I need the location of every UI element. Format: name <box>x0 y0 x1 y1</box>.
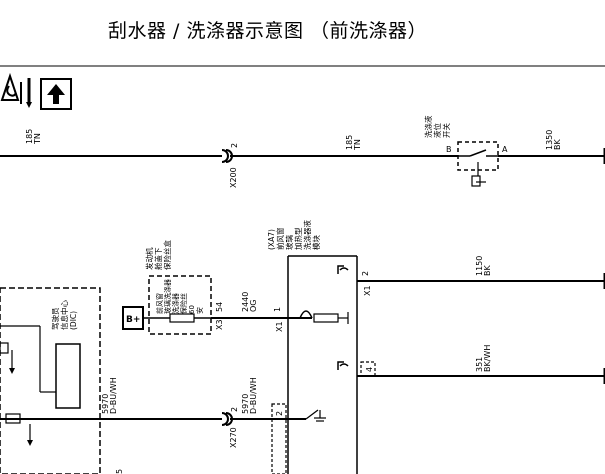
fuse-box-label: 发动机舱盖下保险丝盒 <box>144 240 172 270</box>
washer-level-switch <box>457 141 499 187</box>
wire-label: 1350 <box>545 130 554 150</box>
fuse-label: 前风窗玻璃洗涤器洗涤器保险丝60安 <box>155 279 204 314</box>
wire-label: 185 <box>25 129 34 144</box>
fuse-symbol <box>169 313 195 323</box>
wire-label: OG <box>249 300 258 313</box>
wire-label: BK/WH <box>483 345 492 372</box>
pin-label: B <box>446 145 452 154</box>
wire-label: 5970 <box>101 394 110 414</box>
wire-label: D-BU/WH <box>109 377 118 414</box>
wire-label: BK <box>483 265 492 276</box>
wire-label: TN <box>33 133 42 145</box>
washer-pump-module <box>287 255 358 474</box>
wire-label: TN <box>353 139 362 151</box>
b-plus-label: B+ <box>126 315 140 325</box>
fuse-box <box>143 275 212 335</box>
wire-label: 5 <box>115 469 124 474</box>
wire-label: D-BU/WH <box>249 377 258 414</box>
connector-label: X1 <box>275 321 284 332</box>
wire-label: 5970 <box>241 394 250 414</box>
pin-label: 2 <box>230 407 239 412</box>
pin-label: 2 <box>275 411 284 416</box>
wire-label: 185 <box>345 135 354 150</box>
connector-label: X200 <box>229 167 238 188</box>
dic-module <box>0 287 101 474</box>
connector-label: X3 <box>215 319 224 330</box>
x200-connector <box>221 149 229 163</box>
component-label-switch: 洗涤液液位开关 <box>423 115 451 138</box>
pin-label: 54 <box>215 302 224 312</box>
dic-label: 驾驶员信息中心(DIC) <box>50 300 78 330</box>
pin-label: 2 <box>230 143 239 148</box>
wire-label: 1150 <box>475 256 484 276</box>
wire-label: 351 <box>475 357 484 372</box>
wire-label: 2440 <box>241 292 250 312</box>
pin-label: 2 <box>361 271 370 276</box>
x270-connector <box>221 412 229 426</box>
pin-label: 1 <box>273 307 282 312</box>
warning-maintenance-icon <box>0 72 32 108</box>
pump-module-label: (XA7)前风窗玻璃加热型洗涤器液模块 <box>267 220 321 250</box>
pin-label: 4 <box>365 367 374 372</box>
b-plus-box <box>122 306 144 330</box>
up-arrow-icon <box>40 78 72 110</box>
pin-label: A <box>502 145 508 154</box>
diagram-title: 刮水器 / 洗涤器示意图 （前洗涤器） <box>108 20 428 42</box>
wire-label: BK <box>553 139 562 150</box>
connector-label: X270 <box>229 427 238 448</box>
connector-label: X1 <box>363 285 372 296</box>
